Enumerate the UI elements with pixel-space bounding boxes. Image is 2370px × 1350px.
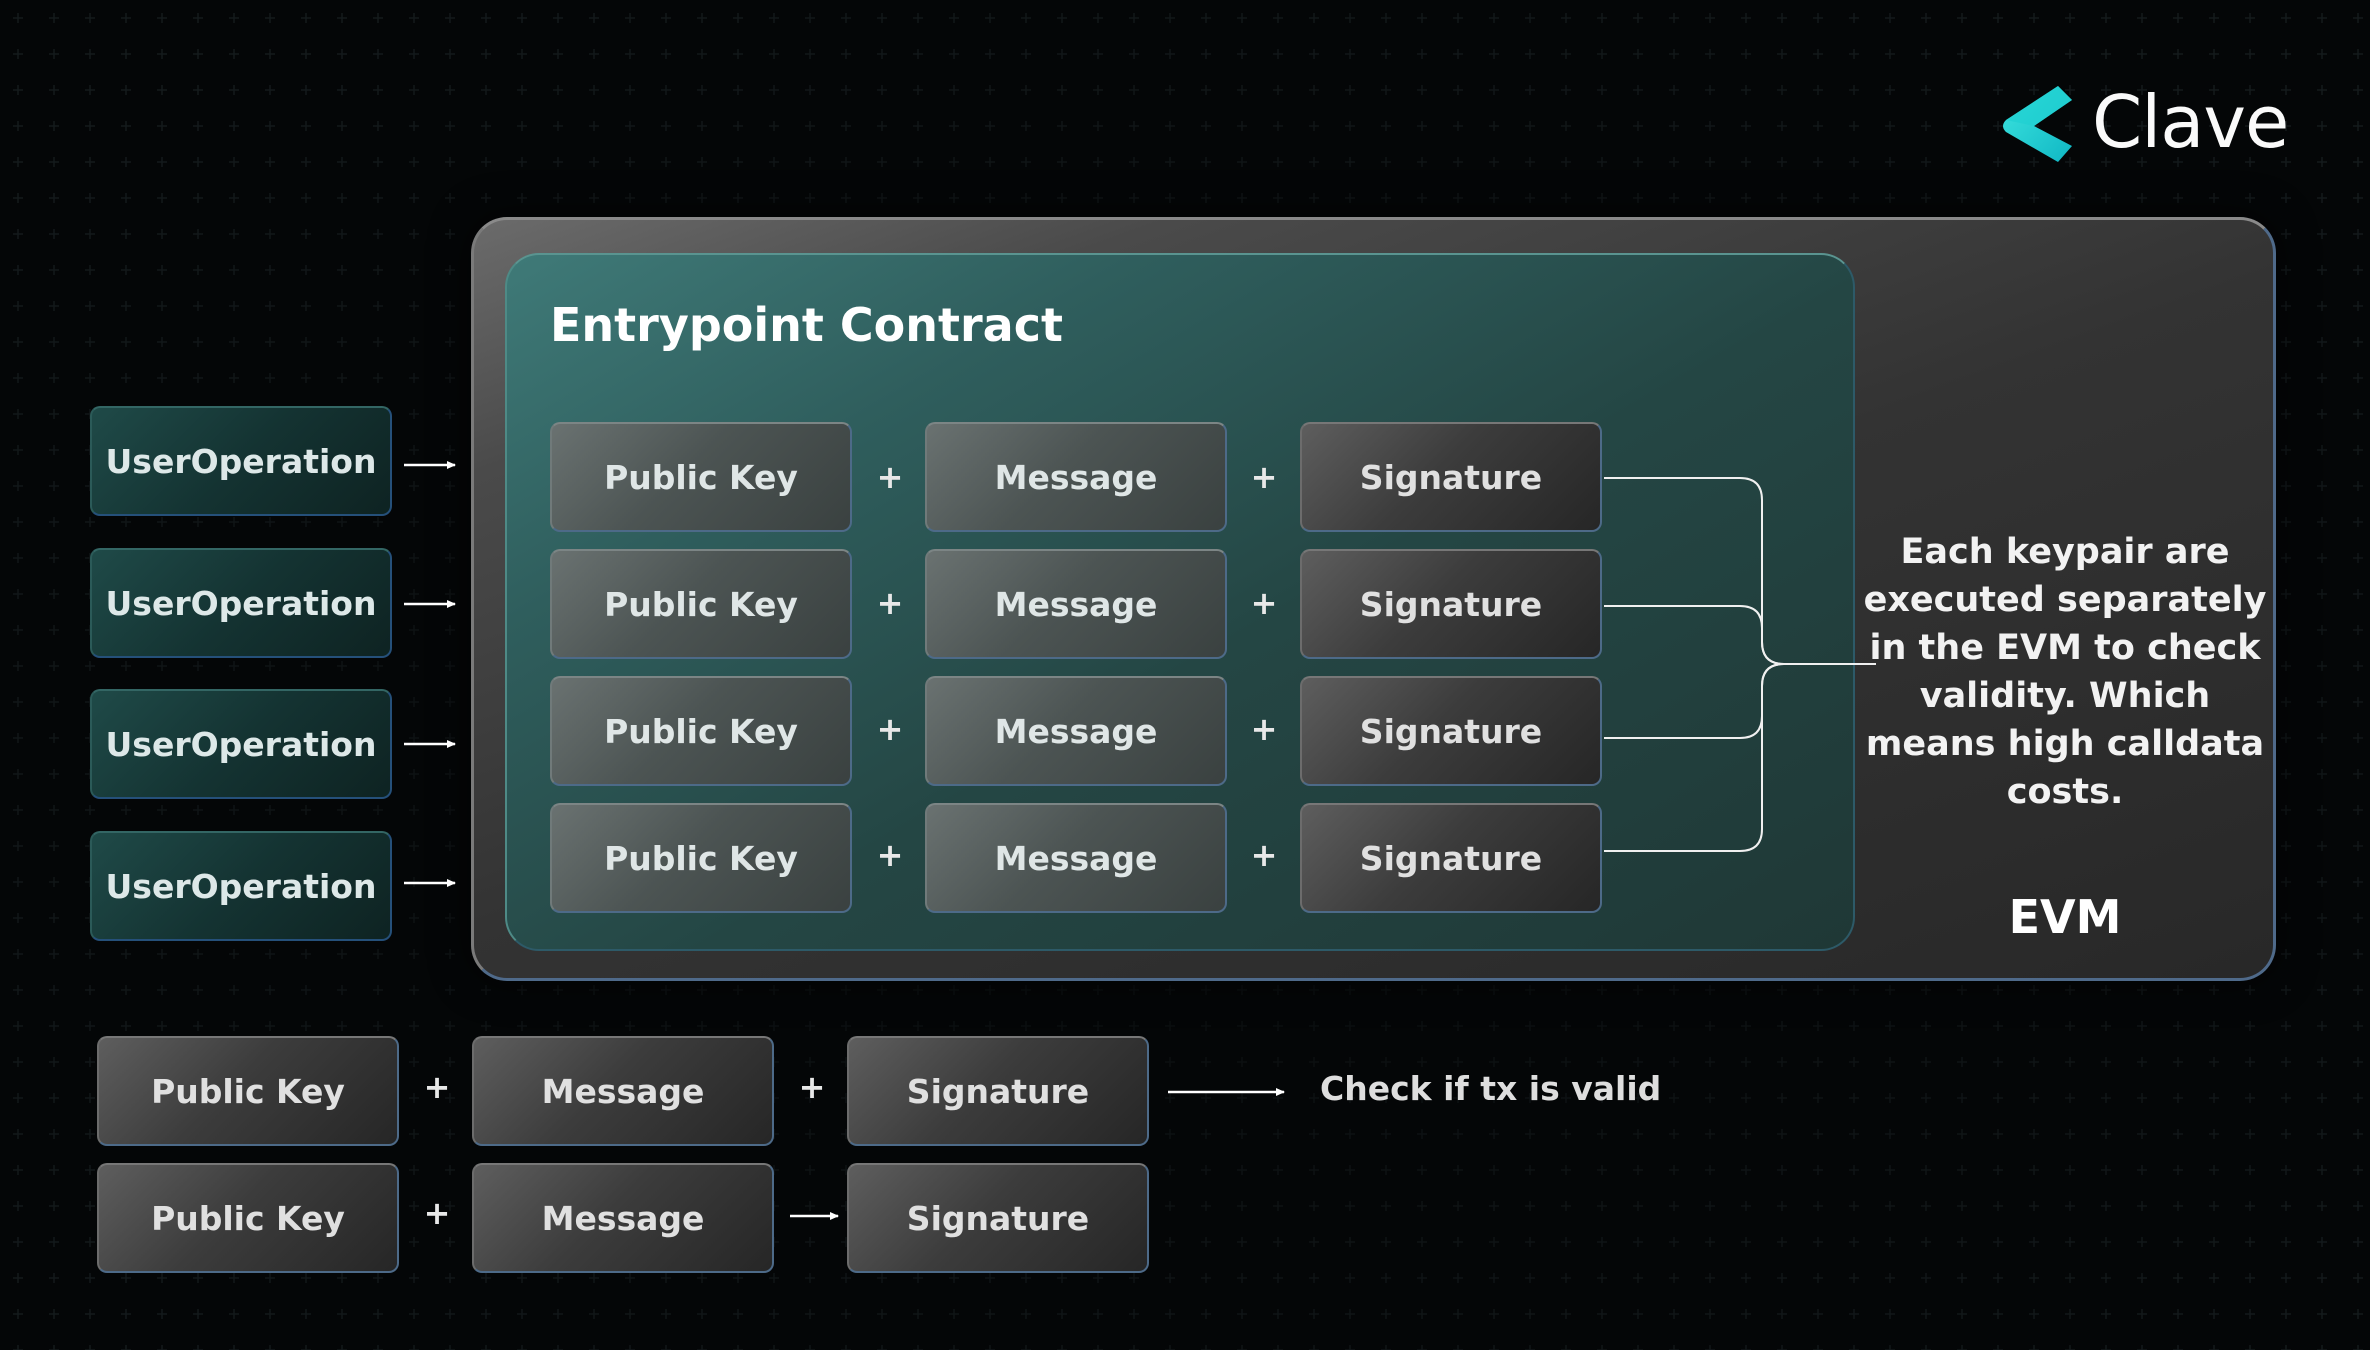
contract-row-4-public-key: Public Key bbox=[550, 803, 852, 913]
contract-row-4-message: Message bbox=[925, 803, 1227, 913]
contract-row-4-plus-1: + bbox=[876, 836, 904, 874]
user-operation-2: UserOperation bbox=[90, 548, 392, 658]
contract-row-4-signature: Signature bbox=[1300, 803, 1602, 913]
contract-row-3-public-key: Public Key bbox=[550, 676, 852, 786]
contract-row-2-signature: Signature bbox=[1300, 549, 1602, 659]
user-operation-1: UserOperation bbox=[90, 406, 392, 516]
bottom-row-1-plus-2: + bbox=[798, 1068, 826, 1106]
clave-logo-icon bbox=[1998, 82, 2080, 164]
bottom-row-2-message: Message bbox=[472, 1163, 774, 1273]
contract-row-4-plus-2: + bbox=[1250, 836, 1278, 874]
contract-row-2-plus-2: + bbox=[1250, 584, 1278, 622]
contract-row-1-message: Message bbox=[925, 422, 1227, 532]
bottom-row-1-message: Message bbox=[472, 1036, 774, 1146]
contract-row-1-public-key: Public Key bbox=[550, 422, 852, 532]
evm-label: EVM bbox=[2008, 890, 2122, 944]
contract-row-2-plus-1: + bbox=[876, 584, 904, 622]
bottom-row-2-public-key: Public Key bbox=[97, 1163, 399, 1273]
check-valid-text: Check if tx is valid bbox=[1320, 1069, 1662, 1108]
evm-description: Each keypair are executed separately in … bbox=[1863, 532, 2267, 812]
user-operation-3: UserOperation bbox=[90, 689, 392, 799]
contract-row-1-plus-2: + bbox=[1250, 458, 1278, 496]
contract-row-3-message: Message bbox=[925, 676, 1227, 786]
contract-row-3-signature: Signature bbox=[1300, 676, 1602, 786]
bottom-row-1-plus-1: + bbox=[423, 1068, 451, 1106]
contract-row-3-plus-2: + bbox=[1250, 710, 1278, 748]
bottom-row-1-signature: Signature bbox=[847, 1036, 1149, 1146]
clave-logo-text: Clave bbox=[2092, 80, 2289, 164]
contract-row-2-message: Message bbox=[925, 549, 1227, 659]
user-operation-4: UserOperation bbox=[90, 831, 392, 941]
bottom-row-2-signature: Signature bbox=[847, 1163, 1149, 1273]
bottom-row-1-public-key: Public Key bbox=[97, 1036, 399, 1146]
contract-row-1-signature: Signature bbox=[1300, 422, 1602, 532]
contract-row-2-public-key: Public Key bbox=[550, 549, 852, 659]
entrypoint-title: Entrypoint Contract bbox=[550, 298, 1063, 352]
bottom-row-2-plus-1: + bbox=[423, 1194, 451, 1232]
contract-row-3-plus-1: + bbox=[876, 710, 904, 748]
contract-row-1-plus-1: + bbox=[876, 458, 904, 496]
